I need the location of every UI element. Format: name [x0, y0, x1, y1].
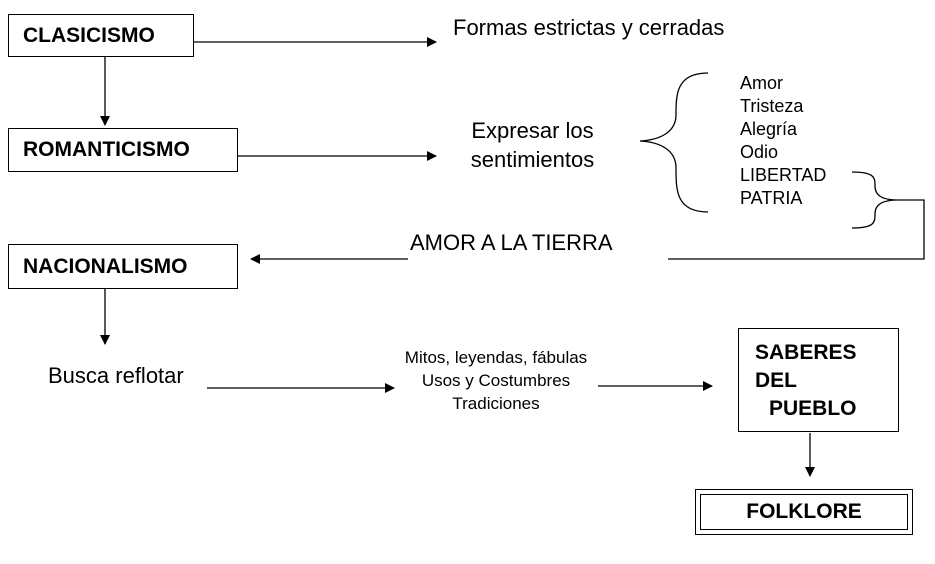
node-clasicismo: CLASICISMO: [8, 14, 194, 57]
sentimiento-item: PATRIA: [740, 188, 803, 208]
saberes-line-2: DEL: [755, 369, 797, 392]
label-amor-a-la-tierra: AMOR A LA TIERRA: [410, 230, 613, 255]
label-formas: Formas estrictas y cerradas: [453, 15, 725, 40]
node-clasicismo-label: CLASICISMO: [23, 23, 155, 47]
label-expresar: Expresar los sentimientos: [455, 116, 610, 174]
saberes-line-1: SABERES: [755, 341, 857, 364]
label-expresar-line-1: Expresar los: [471, 118, 594, 143]
sentimiento-item: Alegría: [740, 119, 798, 139]
sentimiento-item: LIBERTAD: [740, 165, 827, 185]
node-folklore: FOLKLORE: [695, 489, 913, 535]
saberes-line-3: PUEBLO: [769, 397, 857, 420]
node-romanticismo: ROMANTICISMO: [8, 128, 238, 172]
node-nacionalismo: NACIONALISMO: [8, 244, 238, 289]
node-saberes-del-pueblo: SABERES DEL PUEBLO: [738, 328, 899, 432]
node-romanticismo-label: ROMANTICISMO: [23, 138, 190, 161]
list-tradiciones: Mitos, leyendas, fábulas Usos y Costumbr…: [380, 346, 612, 415]
tradiciones-line-2: Usos y Costumbres: [421, 371, 571, 390]
label-expresar-line-2: sentimientos: [470, 147, 595, 172]
sentimiento-item: Odio: [740, 142, 779, 162]
sentimiento-item: Tristeza: [740, 96, 804, 116]
tradiciones-line-1: Mitos, leyendas, fábulas: [404, 348, 588, 367]
node-folklore-inner: FOLKLORE: [700, 494, 908, 530]
label-busca-reflotar: Busca reflotar: [48, 363, 184, 388]
brace-libertad-patria: [851, 171, 899, 229]
sentimiento-item: Amor: [740, 73, 784, 93]
list-sentimientos: Amor Tristeza Alegría Odio LIBERTAD PATR…: [740, 72, 826, 210]
brace-sentimientos: [639, 72, 709, 213]
node-nacionalismo-label: NACIONALISMO: [23, 254, 188, 278]
connector-brace-to-amor-tierra: [668, 199, 925, 260]
tradiciones-line-3: Tradiciones: [452, 394, 540, 413]
node-folklore-label: FOLKLORE: [746, 500, 862, 523]
